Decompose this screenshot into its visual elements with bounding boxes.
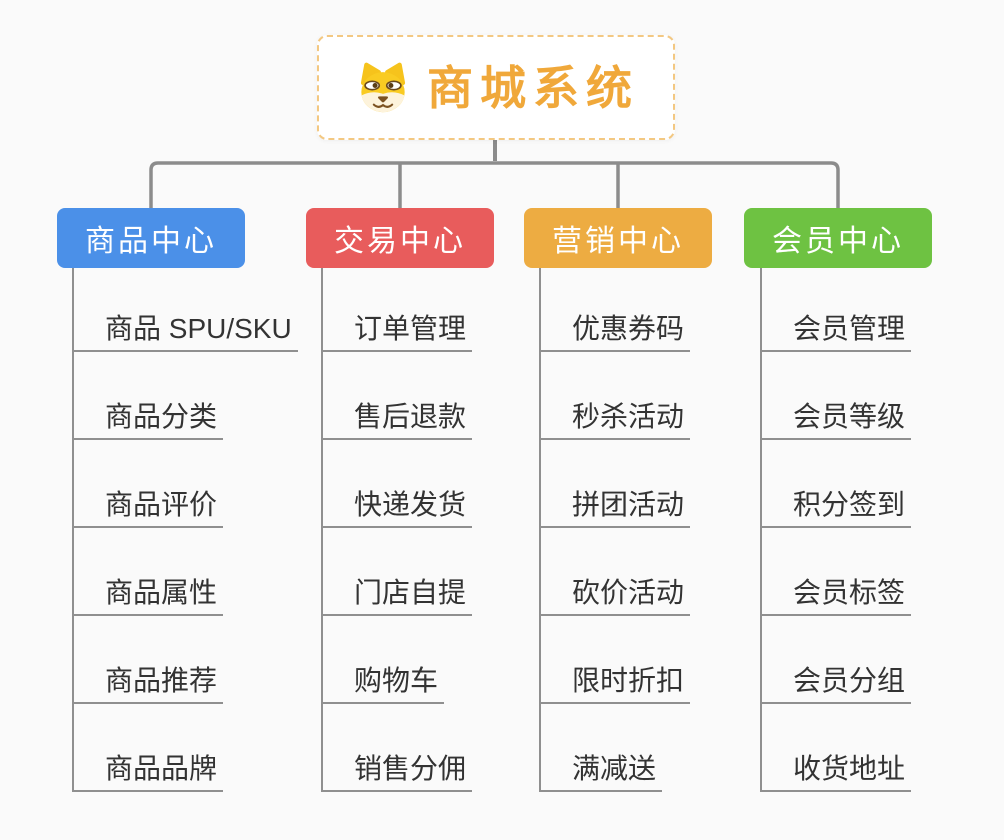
child-node[interactable]: 秒杀活动 [539, 392, 691, 440]
root-node[interactable]: 商城系统 [317, 35, 675, 140]
child-node[interactable]: 会员分组 [760, 656, 912, 704]
child-node[interactable]: 门店自提 [321, 568, 473, 616]
branch-spine [539, 268, 541, 792]
child-node[interactable]: 商品推荐 [72, 656, 224, 704]
branch-spine [321, 268, 323, 792]
dog-face-icon [360, 62, 406, 112]
branch-marketing-children: 优惠券码 秒杀活动 拼团活动 砍价活动 限时折扣 满减送 [539, 268, 779, 798]
child-node[interactable]: 满减送 [539, 744, 663, 792]
child-node[interactable]: 商品评价 [72, 480, 224, 528]
child-node[interactable]: 销售分佣 [321, 744, 473, 792]
root-title: 商城系统 [427, 61, 639, 114]
branch-header-trade[interactable]: 交易中心 [306, 208, 494, 268]
child-node[interactable]: 商品品牌 [72, 744, 224, 792]
child-node[interactable]: 商品属性 [72, 568, 224, 616]
child-node[interactable]: 优惠券码 [539, 304, 691, 352]
child-node[interactable]: 会员等级 [760, 392, 912, 440]
branch-member-children: 会员管理 会员等级 积分签到 会员标签 会员分组 收货地址 [760, 268, 1000, 798]
branch-header-member[interactable]: 会员中心 [744, 208, 932, 268]
child-node[interactable]: 商品分类 [72, 392, 224, 440]
branch-header-product[interactable]: 商品中心 [57, 208, 245, 268]
child-node[interactable]: 订单管理 [321, 304, 473, 352]
child-node[interactable]: 限时折扣 [539, 656, 691, 704]
child-node[interactable]: 商品 SPU/SKU [72, 304, 298, 352]
child-node[interactable]: 积分签到 [760, 480, 912, 528]
child-node[interactable]: 拼团活动 [539, 480, 691, 528]
child-node[interactable]: 收货地址 [760, 744, 912, 792]
branch-spine [72, 268, 74, 792]
branch-spine [760, 268, 762, 792]
child-node[interactable]: 砍价活动 [539, 568, 691, 616]
branch-trade-children: 订单管理 售后退款 快递发货 门店自提 购物车 销售分佣 [321, 268, 561, 798]
child-node[interactable]: 购物车 [321, 656, 445, 704]
child-node[interactable]: 售后退款 [321, 392, 473, 440]
child-node[interactable]: 快递发货 [321, 480, 473, 528]
branch-header-marketing[interactable]: 营销中心 [524, 208, 712, 268]
branch-product-children: 商品 SPU/SKU 商品分类 商品评价 商品属性 商品推荐 商品品牌 [72, 268, 312, 798]
child-node[interactable]: 会员标签 [760, 568, 912, 616]
child-node[interactable]: 会员管理 [760, 304, 912, 352]
